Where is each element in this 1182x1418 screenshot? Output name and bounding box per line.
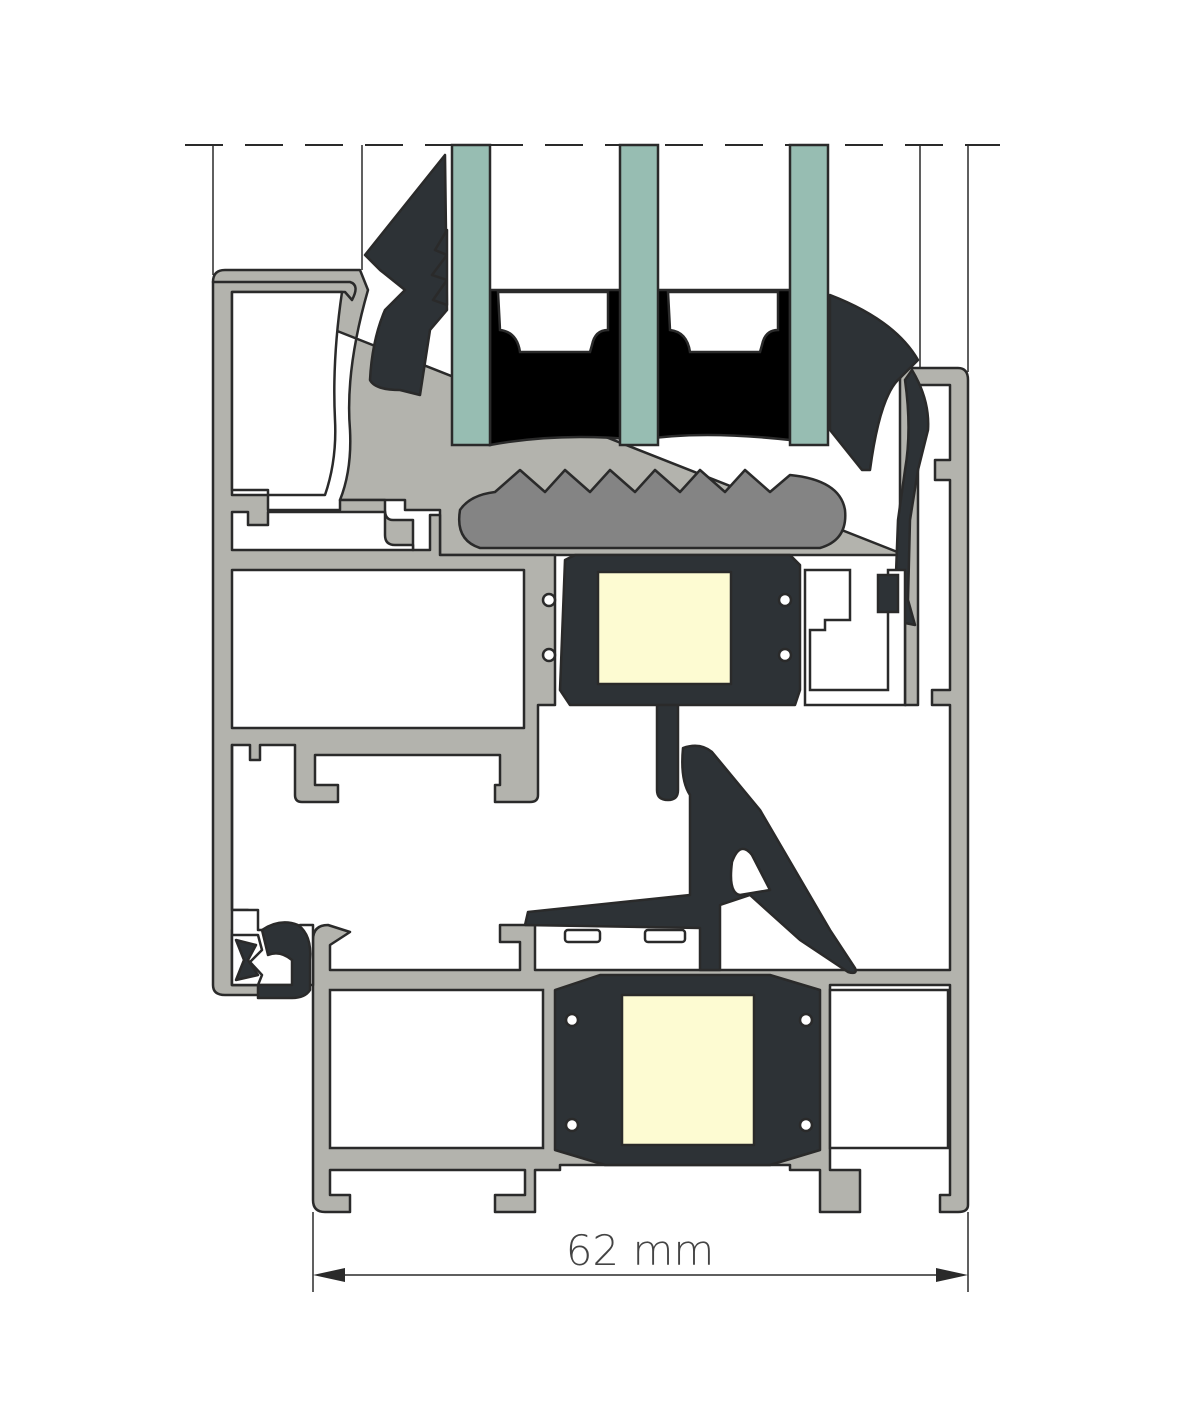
grip-dot-3	[777, 592, 793, 608]
outer-gasket-fins	[430, 228, 449, 307]
glass-pane-inner	[788, 143, 830, 447]
grip-dot-6	[564, 1117, 580, 1133]
insulation-core-lower	[620, 993, 756, 1147]
upper-right-chambers	[803, 568, 907, 707]
inner-glazing-gasket	[828, 293, 920, 472]
upper-strip-chamber	[230, 510, 415, 552]
clip-gasket-small	[876, 573, 900, 614]
lower-right-chamber	[828, 988, 950, 1150]
left-weather-gasket-body	[256, 921, 312, 1000]
glass-pane-outer	[450, 143, 492, 447]
left-weather-gasket	[230, 921, 312, 1000]
center-seal-fin	[523, 744, 857, 975]
spacer-bar-right	[666, 290, 780, 354]
lower-left-chamber	[328, 988, 545, 1150]
upper-right-chamber	[803, 568, 907, 707]
center-seal-stem	[655, 703, 680, 802]
outer-glazing-gasket	[363, 153, 449, 397]
grip-dot-4	[777, 647, 793, 663]
center-gaskets	[523, 703, 857, 975]
spacer-bar-left	[496, 290, 610, 354]
reference-lines	[185, 144, 1000, 372]
glazing-gaskets	[363, 153, 930, 627]
seal-hollow-1	[563, 928, 602, 944]
seal-hollow-2	[643, 928, 687, 944]
lower-frame	[328, 988, 950, 1150]
grip-dot-8	[798, 1117, 814, 1133]
insulation-core-upper	[596, 570, 733, 686]
foam-setting-block	[457, 468, 847, 550]
left-clip-gasket-x	[234, 938, 260, 982]
left-profile	[211, 280, 557, 997]
middle-left-chamber	[230, 568, 526, 730]
upper-left-chamber	[230, 290, 344, 497]
dimension-62mm: 62 mm	[312, 1212, 969, 1292]
grip-dot-2	[541, 647, 557, 663]
glazing-unit	[450, 143, 830, 447]
thermal-break-upper	[541, 553, 802, 707]
glass-pane-middle	[618, 143, 660, 447]
center-seal-triangle-hollow	[729, 847, 772, 897]
thermal-break-lower	[553, 973, 822, 1167]
dimension-label: 62 mm	[566, 1226, 715, 1275]
grip-dot-7	[798, 1012, 814, 1028]
grip-dot-1	[541, 592, 557, 608]
grip-dot-5	[564, 1012, 580, 1028]
